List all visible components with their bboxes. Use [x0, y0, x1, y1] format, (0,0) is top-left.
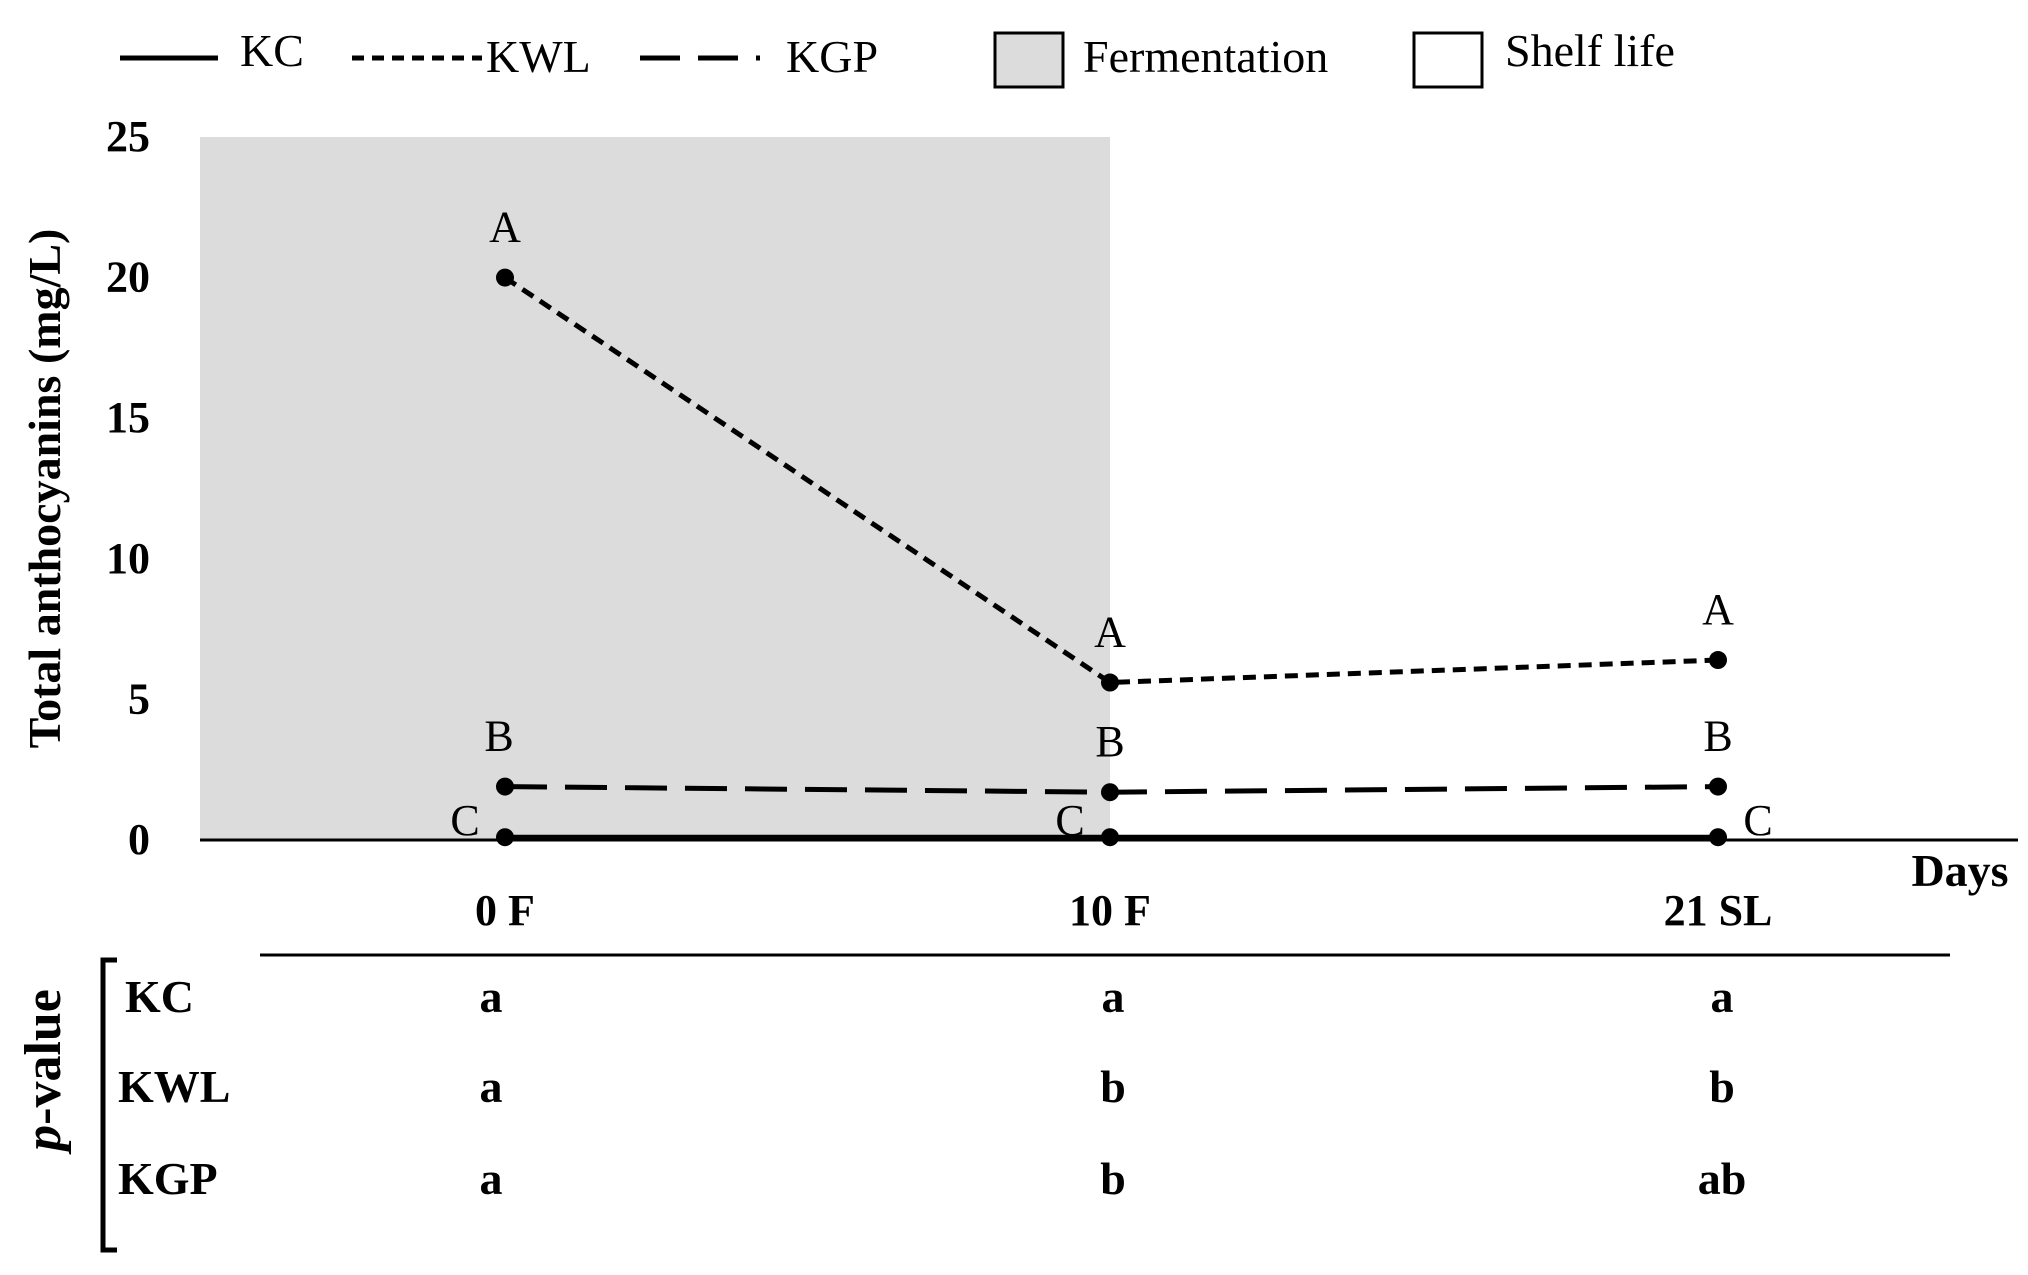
- legend-shelf-life-swatch: [1412, 31, 1484, 89]
- point-kc-1: [1101, 828, 1119, 847]
- table-cell-kwl-0: a: [480, 1061, 503, 1112]
- point-kgp-1: [1101, 783, 1119, 802]
- table-cell-kwl-1: b: [1100, 1061, 1126, 1112]
- legend-kwl-label: KWL: [486, 31, 591, 82]
- y-tick-labels: 0 5 10 15 20 25: [106, 112, 150, 864]
- point-label-kgp-2: B: [1703, 712, 1732, 761]
- legend-fermentation-label: Fermentation: [1083, 31, 1328, 82]
- point-kwl-0: [496, 268, 514, 287]
- point-kwl-1: [1101, 673, 1119, 692]
- series-line-kwl: [503, 275, 1719, 686]
- y-tick-10: 10: [106, 534, 150, 583]
- fermentation-band: [200, 137, 1110, 840]
- point-label-kc-2: C: [1743, 796, 1772, 845]
- data-points: [496, 268, 1727, 847]
- x-tick-labels: 0 F 10 F 21 SL: [475, 886, 1772, 935]
- point-kc-2: [1709, 828, 1727, 847]
- legend-fermentation-swatch: [993, 31, 1065, 89]
- point-label-kgp-0: B: [484, 712, 513, 761]
- table-cell-kc-0: a: [480, 971, 503, 1022]
- table-cell-kgp-2: ab: [1698, 1153, 1747, 1204]
- point-kgp-2: [1709, 777, 1727, 796]
- table-cell-kc-1: a: [1102, 971, 1125, 1022]
- table-row-name-kgp: KGP: [118, 1153, 218, 1204]
- point-label-kwl-1: A: [1094, 608, 1126, 657]
- point-kwl-2: [1709, 651, 1727, 670]
- legend: KC KWL KGP Fermentation Shelf life: [120, 25, 1675, 89]
- table-cell-kc-2: a: [1711, 971, 1734, 1022]
- y-tick-15: 15: [106, 393, 150, 442]
- point-kgp-0: [496, 777, 514, 796]
- pvalue-title: p-value: [15, 989, 72, 1155]
- y-tick-0: 0: [128, 815, 150, 864]
- y-tick-5: 5: [128, 674, 150, 723]
- point-label-kwl-0: A: [489, 203, 521, 252]
- y-axis-title: Total anthocyanins (mg/L): [19, 229, 70, 749]
- x-tick-10-f: 10 F: [1069, 886, 1151, 935]
- y-tick-25: 25: [106, 112, 150, 161]
- point-labels: C C C A A A B B B: [450, 203, 1772, 846]
- point-kc-0: [496, 828, 514, 847]
- table-cell-kgp-1: b: [1100, 1153, 1126, 1204]
- plot-area: C C C A A A B B B 0 5 10 15 20 25 0 F 10 F 21 SL Total …: [19, 112, 2018, 935]
- point-label-kc-0: C: [450, 796, 479, 845]
- x-axis-title: Days: [1911, 845, 2008, 896]
- x-tick-21-sl: 21 SL: [1664, 886, 1773, 935]
- y-tick-20: 20: [106, 253, 150, 302]
- legend-kgp-label: KGP: [786, 31, 878, 82]
- legend-shelf-life-label: Shelf life: [1505, 25, 1675, 76]
- legend-kc-label: KC: [240, 25, 304, 76]
- x-tick-0-f: 0 F: [475, 886, 535, 935]
- table-bracket: [100, 957, 117, 1253]
- table-row-name-kc: KC: [125, 971, 194, 1022]
- point-label-kwl-2: A: [1702, 585, 1734, 634]
- table-cell-kgp-0: a: [480, 1153, 503, 1204]
- point-label-kgp-1: B: [1095, 717, 1124, 766]
- point-label-kc-1: C: [1055, 796, 1084, 845]
- table-cell-kwl-2: b: [1709, 1061, 1735, 1112]
- table-row-name-kwl: KWL: [118, 1061, 230, 1112]
